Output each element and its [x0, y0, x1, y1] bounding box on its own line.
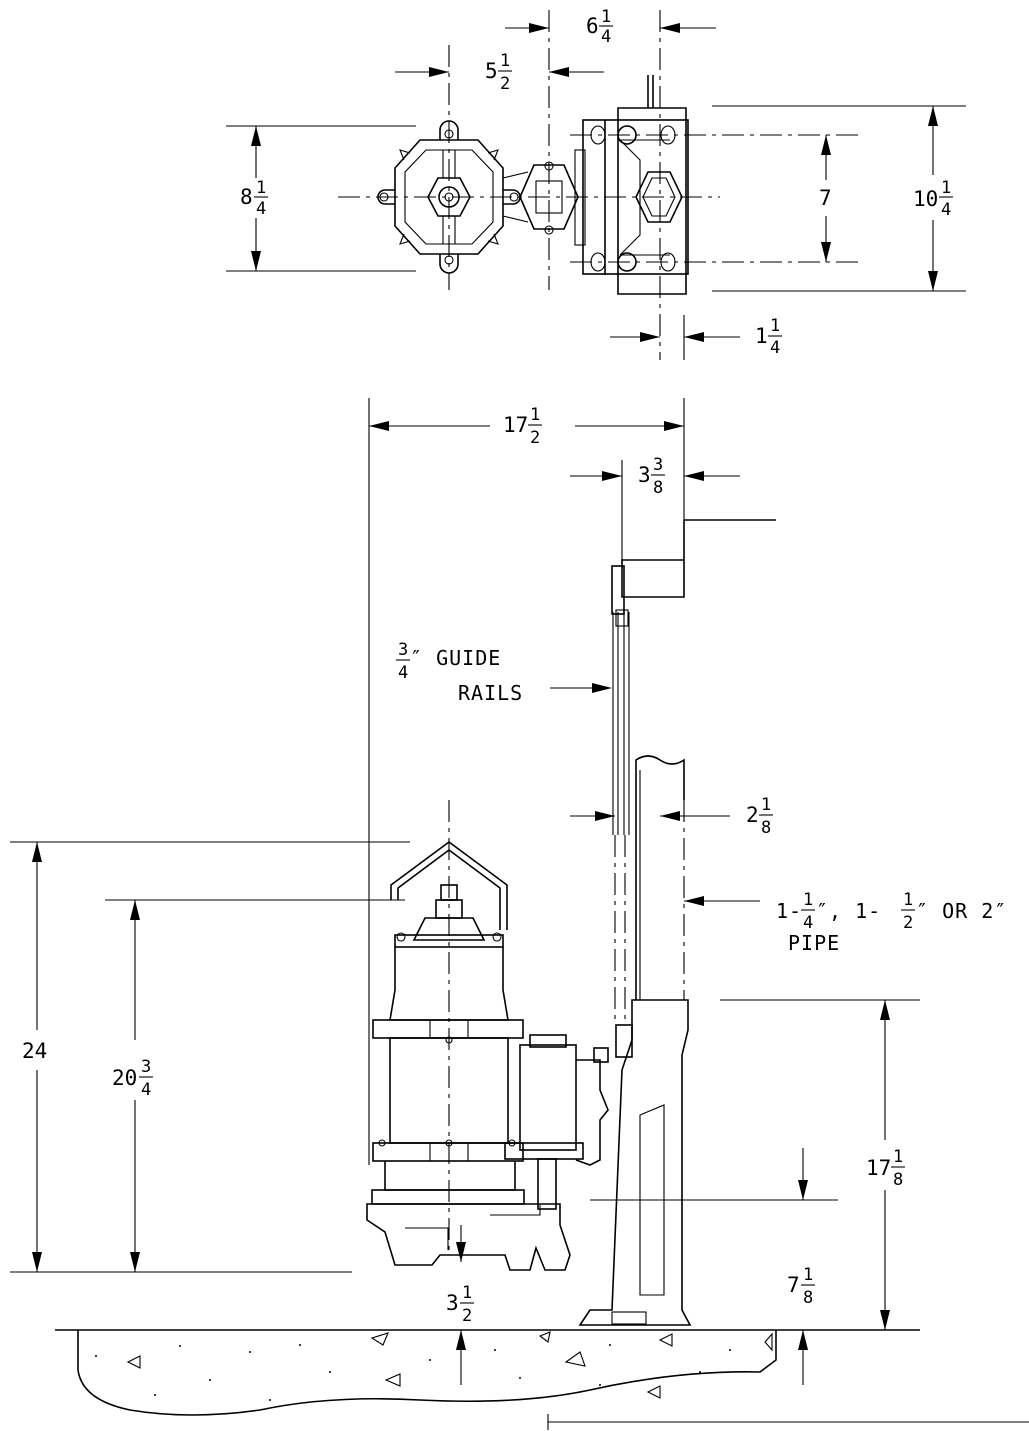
- dim-height-20-3-4: [105, 899, 405, 1272]
- dim-height-24: [10, 841, 410, 1273]
- dim-2-1-8-den: 8: [761, 818, 771, 838]
- guide-rails-note: 3 4 ″ GUIDE RAILS: [396, 640, 612, 705]
- dim-17-1-2-den: 2: [530, 428, 540, 448]
- dim-5-1-2-num: 1: [500, 51, 510, 71]
- discharge-pipe: [635, 755, 685, 1000]
- dim-20-3-4-den: 4: [141, 1080, 151, 1100]
- dim-5-1-2-whole: 5: [485, 59, 498, 83]
- dim-3-1-2-num: 1: [462, 1283, 472, 1303]
- pipe-note-a-pre: 1-: [776, 899, 802, 923]
- dim-rail-3-3-8: [570, 460, 740, 565]
- bottom-leader: [547, 1414, 1029, 1430]
- guide-rails-frac-num: 3: [398, 640, 408, 660]
- dim-1-1-4-whole: 1: [755, 324, 768, 348]
- dim-17-1-2-num: 1: [530, 405, 540, 425]
- dim-17-1-8-num: 1: [893, 1147, 903, 1167]
- dim-width-17-1-2: [368, 398, 685, 1165]
- dim-3-1-2-whole: 3: [446, 1291, 459, 1315]
- guide-rails: [612, 612, 630, 1020]
- dim-3-3-8-num: 3: [653, 455, 663, 475]
- guide-rails-line2: RAILS: [458, 681, 523, 705]
- dim-20-3-4-num: 3: [141, 1057, 151, 1077]
- dim-8-1-4-whole: 8: [240, 185, 253, 209]
- dim-17-1-8-whole: 17: [866, 1156, 891, 1180]
- pump-elevation: [366, 800, 633, 1271]
- dim-7-1-8-num: 1: [803, 1265, 813, 1285]
- dim-1-1-4-den: 4: [770, 338, 780, 358]
- dim-10-1-4-den: 4: [941, 200, 951, 220]
- dim-8-1-4-num: 1: [256, 178, 266, 198]
- pipe-note-b-post: ″ OR 2″: [916, 899, 1007, 923]
- dim-left-8-1-4: [226, 125, 416, 272]
- dim-17-1-8-den: 8: [893, 1170, 903, 1190]
- dim-2-1-8-whole: 2: [746, 803, 759, 827]
- pipe-note-a-den: 4: [803, 913, 813, 933]
- dim-17-1-2-whole: 17: [503, 413, 528, 437]
- dim-2-1-8-num: 1: [761, 795, 771, 815]
- dim-7-1-8-den: 8: [803, 1288, 813, 1308]
- concrete-floor: [55, 1329, 920, 1416]
- dim-height-17-1-8: [720, 999, 920, 1330]
- dim-10-1-4-num: 1: [941, 178, 951, 198]
- dim-3-3-8-den: 8: [653, 478, 663, 498]
- dim-top-6-1-4: [505, 23, 716, 33]
- dim-1-1-4-num: 1: [770, 316, 780, 336]
- guide-rails-frac-den: 4: [398, 663, 408, 683]
- pipe-note-a-post: ″, 1-: [816, 899, 881, 923]
- dim-small-1-1-4: [610, 315, 740, 360]
- dim-8-1-4-den: 4: [256, 199, 266, 219]
- dim-7-whole: 7: [819, 186, 832, 210]
- dim-right-10-1-4: [712, 105, 966, 292]
- dim-pipe-2-1-8: [570, 811, 730, 821]
- dim-base-3-1-2: [456, 1225, 466, 1385]
- dim-10-1-4-whole: 10: [913, 187, 938, 211]
- discharge-top-outline: [502, 161, 579, 235]
- dim-top-5-1-2: [395, 67, 604, 77]
- plan-view: 6 1 4 5 1 2 8 1 4: [226, 7, 966, 360]
- base-elbow: [578, 999, 692, 1326]
- dim-5-1-2-den: 2: [500, 74, 510, 94]
- dim-mid-7: [821, 135, 831, 262]
- upper-rail-bracket: [611, 519, 776, 627]
- elevation-view: 17 1 2 3 3 8: [10, 398, 1029, 1430]
- pipe-note: 1- 1 4 ″, 1- 1 2 ″ OR 2″ PIPE: [684, 890, 1007, 955]
- dim-height-7-1-8: [590, 1148, 838, 1385]
- dim-7-1-8-whole: 7: [787, 1273, 800, 1297]
- dim-6-1-4-whole: 6: [586, 14, 599, 38]
- guide-rails-line1: ″ GUIDE: [410, 646, 501, 670]
- dim-6-1-4-num: 1: [601, 7, 611, 27]
- dim-6-1-4-den: 4: [601, 27, 611, 47]
- rail-bracket-top-outline: [574, 75, 689, 295]
- pipe-note-a-num: 1: [803, 890, 813, 910]
- dim-3-3-8-whole: 3: [638, 463, 651, 487]
- pipe-note-line2: PIPE: [788, 931, 840, 955]
- dim-24-whole: 24: [22, 1039, 47, 1063]
- dim-3-1-2-den: 2: [462, 1306, 472, 1326]
- pipe-note-b-num: 1: [903, 890, 913, 910]
- pipe-note-b-den: 2: [903, 913, 913, 933]
- dim-20-3-4-whole: 20: [112, 1066, 137, 1090]
